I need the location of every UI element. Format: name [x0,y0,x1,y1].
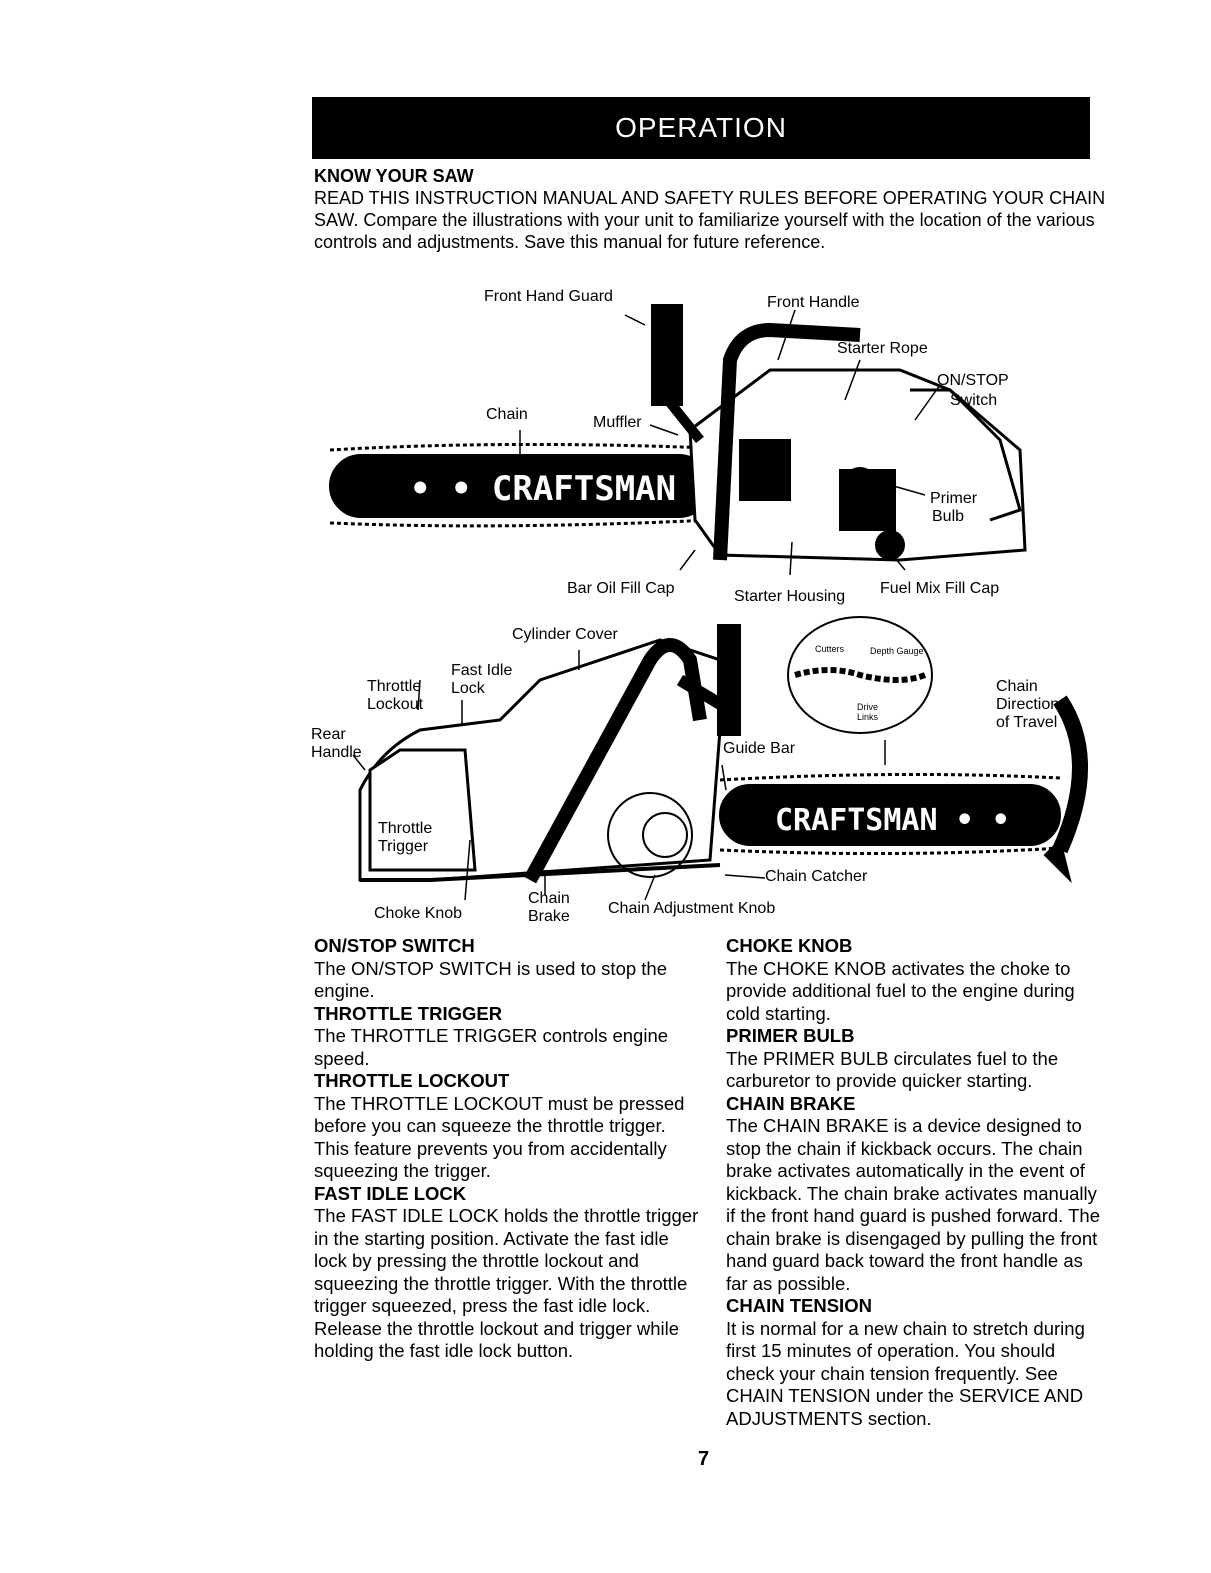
saw-illustration: • • CRAFTSMAN CRAFTSMAN • • [300,280,1100,940]
label-fuel-mix-fill-cap: Fuel Mix Fill Cap [880,580,1000,597]
top-brand-text: • • CRAFTSMAN [410,469,676,509]
intro-title: KNOW YOUR SAW [314,166,474,186]
label-chain-direction-3: of Travel [996,714,1058,731]
label-primer-2: Bulb [932,508,965,525]
top-front-handle [713,322,861,561]
label-chain-adjustment-knob: Chain Adjustment Knob [608,900,776,917]
label-chain-brake-1: Chain [528,890,570,907]
label-on-stop-2: Switch [950,392,998,409]
heading-fast-idle-lock: FAST IDLE LOCK [314,1182,467,1204]
label-bar-oil-fill-cap: Bar Oil Fill Cap [567,580,675,597]
top-chain-lower [329,518,711,528]
label-starter-rope: Starter Rope [837,340,928,357]
left-column: ON/STOP SWITCH The ON/STOP SWITCH is use… [314,935,704,1363]
bottom-brand-text: CRAFTSMAN • • [775,803,1010,838]
label-rear-handle-2: Handle [311,744,362,761]
heading-choke-knob: CHOKE KNOB [726,935,853,956]
label-fast-idle-2: Lock [451,680,485,697]
label-depth-gauge: Depth Gauge [870,646,924,656]
label-chain-brake-2: Brake [528,908,570,925]
leader-lines [352,309,941,901]
top-saw-body [688,368,1027,562]
heading-throttle-trigger: THROTTLE TRIGGER [314,1002,503,1024]
top-muffler [739,439,791,501]
heading-primer-bulb: PRIMER BULB [726,1025,855,1046]
label-drive-links-2: Links [857,712,879,722]
direction-arrow [1052,695,1088,854]
bottom-front-handle [523,638,707,884]
section-title: OPERATION [615,112,787,143]
top-starter-housing [839,469,896,531]
label-throttle-lockout-1: Throttle [367,678,422,695]
label-guide-bar: Guide Bar [723,740,796,757]
label-drive-links-1: Drive [857,702,879,712]
label-throttle-lockout-2: Lockout [367,696,424,713]
bottom-guide-bar [719,784,1061,846]
label-front-hand-guard: Front Hand Guard [484,288,613,305]
label-cutters: Cutters [815,644,845,654]
label-on-stop-1: ON/STOP [937,372,1009,389]
heading-chain-brake: CHAIN BRAKE [726,1092,856,1114]
bottom-saw [358,616,1088,884]
label-fast-idle-1: Fast Idle [451,662,513,679]
text-choke-knob: The CHOKE KNOB activates the choke to pr… [726,957,1075,1024]
heading-throttle-lockout: THROTTLE LOCKOUT [314,1070,510,1091]
chain-detail-circle [787,616,933,734]
top-chain-upper [329,442,711,452]
label-muffler: Muffler [593,414,642,431]
right-column: CHOKE KNOB The CHOKE KNOB activates the … [726,935,1106,1430]
top-saw [329,304,1027,562]
label-chain-direction-2: Direction [996,696,1060,713]
heading-chain-tension: CHAIN TENSION [726,1295,872,1316]
label-primer-1: Primer [930,490,978,507]
text-chain-brake: The CHAIN BRAKE is a device designed to … [726,1115,1101,1294]
label-throttle-trigger-1: Throttle [378,820,433,837]
label-rear-handle-1: Rear [311,726,346,743]
label-chain-top: Chain [486,406,528,423]
top-fuel-cap [875,530,905,560]
text-on-stop-switch: The ON/STOP SWITCH is used to stop the e… [314,957,667,1002]
label-throttle-trigger-2: Trigger [378,838,429,855]
text-chain-tension: It is normal for a new chain to stretch … [726,1317,1085,1429]
intro-block: KNOW YOUR SAW READ THIS INSTRUCTION MANU… [314,165,1114,253]
saw-drawing: • • CRAFTSMAN CRAFTSMAN • • [329,304,1088,901]
label-choke-knob: Choke Knob [374,905,463,922]
bottom-hand-guard [717,624,741,736]
top-hand-guard [651,304,683,406]
page-number: 7 [698,1448,710,1470]
heading-on-stop-switch: ON/STOP SWITCH [314,935,475,956]
section-header: OPERATION [312,97,1090,159]
text-throttle-lockout: The THROTTLE LOCKOUT must be pressed bef… [314,1092,685,1182]
text-primer-bulb: The PRIMER BULB circulates fuel to the c… [726,1047,1059,1092]
label-chain-catcher: Chain Catcher [765,868,868,885]
bottom-rear-handle-grip [368,748,477,872]
label-starter-housing: Starter Housing [734,588,846,605]
text-throttle-trigger: The THROTTLE TRIGGER controls engine spe… [314,1025,669,1069]
text-fast-idle-lock: The FAST IDLE LOCK holds the throttle tr… [314,1205,699,1361]
label-cylinder-cover: Cylinder Cover [512,626,618,643]
bottom-clutch-cover [607,792,693,878]
label-chain-direction-1: Chain [996,678,1038,695]
top-primer [845,467,875,493]
intro-body: READ THIS INSTRUCTION MANUAL AND SAFETY … [314,188,1106,252]
label-front-handle: Front Handle [767,294,860,311]
